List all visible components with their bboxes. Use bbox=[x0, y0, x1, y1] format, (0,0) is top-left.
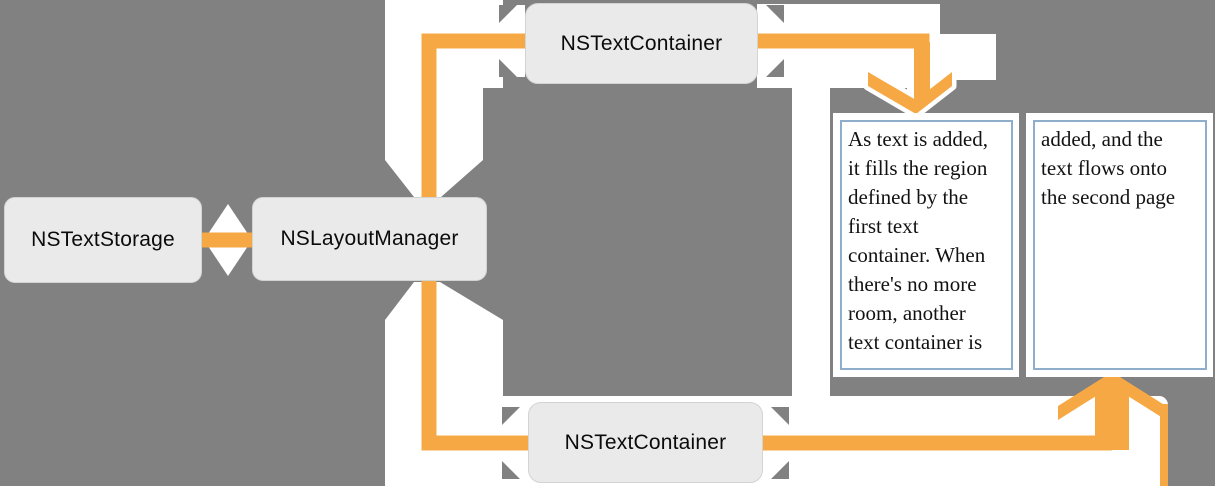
node-label: NSLayoutManager bbox=[280, 227, 459, 250]
page-2-text: added, and the text flows onto the secon… bbox=[1041, 127, 1176, 209]
page-1-text: As text is added, it fills the region de… bbox=[848, 127, 988, 354]
halo-band-top-left bbox=[385, 0, 503, 197]
page-2-border: added, and the text flows onto the secon… bbox=[1033, 120, 1207, 370]
page-2: added, and the text flows onto the secon… bbox=[1026, 113, 1213, 377]
halo-strip-right bbox=[792, 86, 830, 401]
page-1-border: As text is added, it fills the region de… bbox=[840, 120, 1013, 370]
up-arrowhead-icon bbox=[1058, 372, 1166, 420]
node-label: NSTextContainer bbox=[560, 31, 723, 55]
node-nstextstorage: NSTextStorage bbox=[4, 197, 202, 283]
down-arrow-shaft bbox=[914, 42, 930, 100]
node-nslayoutmanager: NSLayoutManager bbox=[252, 197, 487, 281]
down-arrowhead-icon bbox=[868, 72, 952, 114]
node-nstextcontainer-top: NSTextContainer bbox=[525, 3, 758, 84]
page-1: As text is added, it fills the region de… bbox=[833, 113, 1019, 377]
up-arrow-shaft bbox=[1095, 384, 1129, 450]
node-label: NSTextContainer bbox=[564, 430, 727, 454]
node-label: NSTextStorage bbox=[31, 228, 175, 251]
node-nstextcontainer-bottom: NSTextContainer bbox=[528, 402, 763, 483]
junction-notches bbox=[499, 5, 789, 479]
arrowheads bbox=[868, 42, 1166, 450]
